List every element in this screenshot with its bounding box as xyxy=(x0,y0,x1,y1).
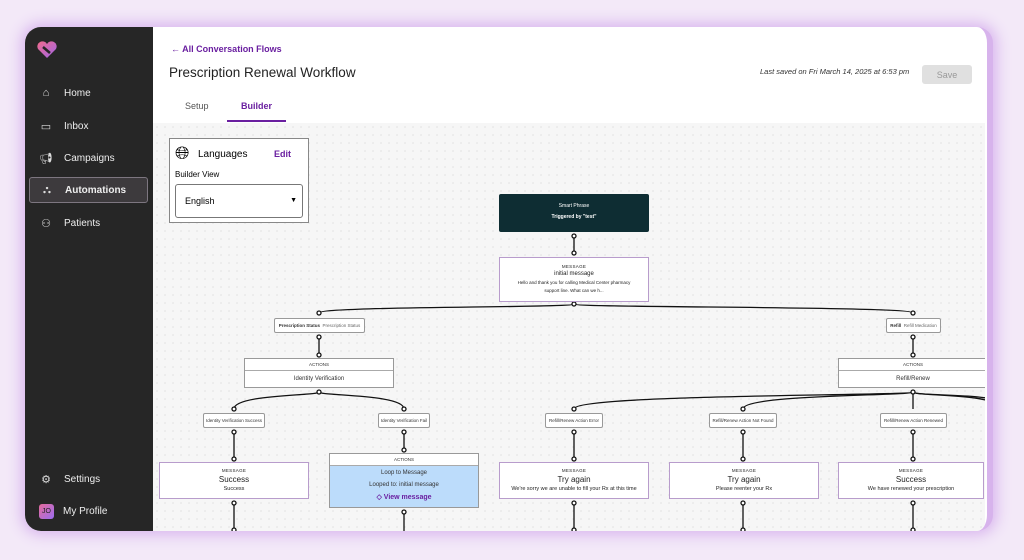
connector-dot xyxy=(740,406,746,412)
connector-dot xyxy=(740,456,746,462)
flow-connectors xyxy=(231,233,985,531)
connector-dot xyxy=(910,500,916,506)
connector-dot xyxy=(231,527,237,531)
outcome-identity-fail[interactable]: Identity Verification Fail xyxy=(378,413,430,428)
outcome-refill-error[interactable]: Refill/Renew Action Error xyxy=(545,413,603,428)
connector-dot xyxy=(231,500,237,506)
connector-dot xyxy=(401,447,407,453)
connector-dot xyxy=(910,456,916,462)
tab-setup[interactable]: Setup xyxy=(185,101,209,111)
connector-dot xyxy=(740,527,746,531)
arrow-left-icon: ← xyxy=(171,44,183,54)
trigger-node[interactable]: Smart Phrase Triggered by "test" xyxy=(499,194,649,232)
connector-dot xyxy=(231,456,237,462)
connector-line xyxy=(318,391,405,410)
connector-dot xyxy=(571,429,577,435)
sidebar-item-home[interactable]: ⌂Home xyxy=(29,80,148,106)
connector-dot xyxy=(910,352,916,358)
connector-dot xyxy=(401,429,407,435)
inbox-icon: ▭ xyxy=(40,120,52,133)
renewed-message-title: Success xyxy=(895,475,927,484)
connector-dot xyxy=(401,509,407,515)
diamond-icon: ◇ xyxy=(376,494,384,501)
connector-line xyxy=(912,391,985,401)
connector-line xyxy=(912,391,985,399)
builder-view-label: Builder View xyxy=(175,170,220,179)
sidebar-item-campaigns[interactable]: 📢︎Campaigns xyxy=(39,152,115,165)
sidebar-item-settings[interactable]: ⚙Settings xyxy=(29,466,148,492)
automations-icon: ⛬ xyxy=(43,183,51,196)
tab-builder[interactable]: Builder xyxy=(227,101,286,122)
page-title: Prescription Renewal Workflow xyxy=(169,65,356,80)
outcome-refill-not-found[interactable]: Refill/Renew Action Not Found xyxy=(709,413,777,428)
back-link[interactable]: ← All Conversation Flows xyxy=(171,44,282,54)
language-select[interactable]: English▼ xyxy=(175,184,303,218)
save-button[interactable]: Save xyxy=(922,65,972,84)
outcome-refill-renewed[interactable]: Refill/Renew Action Renewed xyxy=(880,413,947,428)
sidebar: ⌂Home ▭Inbox 📢︎Campaigns ⛬Automations ⚇P… xyxy=(25,27,153,531)
branch-prescription-status[interactable]: Prescription Status Prescription Status xyxy=(274,318,365,333)
edit-languages-link[interactable]: Edit xyxy=(274,149,291,159)
flow-canvas[interactable]: 🌐︎ Languages Edit Builder View English▼ … xyxy=(153,123,985,531)
sidebar-item-patients[interactable]: ⚇Patients xyxy=(29,210,148,236)
connector-dot xyxy=(740,429,746,435)
connector-dot xyxy=(316,310,322,316)
globe-icon: 🌐︎ xyxy=(175,143,190,163)
app-logo-icon[interactable] xyxy=(37,41,57,59)
languages-panel: 🌐︎ Languages Edit Builder View English▼ xyxy=(169,138,309,223)
message-node-initial[interactable]: MESSAGE initial message Hello and thank … xyxy=(499,257,649,302)
connector-dot xyxy=(910,334,916,340)
connector-dot xyxy=(316,334,322,340)
megaphone-icon: 📢︎ xyxy=(39,152,53,165)
main: ← All Conversation Flows Prescription Re… xyxy=(153,27,987,531)
sidebar-item-inbox[interactable]: ▭Inbox xyxy=(40,120,89,133)
connector-dot xyxy=(316,389,322,395)
connector-dot xyxy=(231,406,237,412)
connector-line xyxy=(233,391,320,410)
view-message-link[interactable]: ◇ View message xyxy=(376,494,432,501)
connector-dot xyxy=(571,527,577,531)
branch-refill[interactable]: Refill Refill Medication xyxy=(886,318,941,333)
connector-dot xyxy=(316,352,322,358)
connector-dot xyxy=(571,250,577,256)
patients-icon: ⚇ xyxy=(41,217,51,230)
connector-dot xyxy=(571,500,577,506)
connector-dot xyxy=(231,429,237,435)
connector-dot xyxy=(571,406,577,412)
connector-dot xyxy=(740,500,746,506)
connector-dot xyxy=(910,389,916,395)
connector-dot xyxy=(910,310,916,316)
renewed-message-body: We have renewed your prescription xyxy=(867,486,955,492)
connector-dot xyxy=(910,527,916,531)
home-icon: ⌂ xyxy=(42,87,50,99)
connector-line xyxy=(318,303,575,314)
app-window: ⌂Home ▭Inbox 📢︎Campaigns ⛬Automations ⚇P… xyxy=(25,27,993,531)
connector-dot xyxy=(571,301,577,307)
connector-dot xyxy=(571,233,577,239)
caret-down-icon: ▼ xyxy=(290,197,297,204)
outcome-identity-success[interactable]: Identity Verification Success xyxy=(203,413,265,428)
avatar: JO xyxy=(39,503,54,519)
connector-dot xyxy=(910,429,916,435)
connector-dot xyxy=(401,406,407,412)
last-saved: Last saved on Fri March 14, 2025 at 6:53… xyxy=(760,67,910,76)
languages-title: Languages xyxy=(198,149,248,160)
actions-loop-to-message[interactable]: ACTIONS Loop to Message Looped to: initi… xyxy=(329,453,479,508)
connector-dot xyxy=(571,456,577,462)
gear-icon: ⚙ xyxy=(41,473,51,486)
connector-line xyxy=(742,391,914,410)
sidebar-item-automations[interactable]: ⛬Automations xyxy=(29,177,148,203)
connector-line xyxy=(573,303,914,314)
